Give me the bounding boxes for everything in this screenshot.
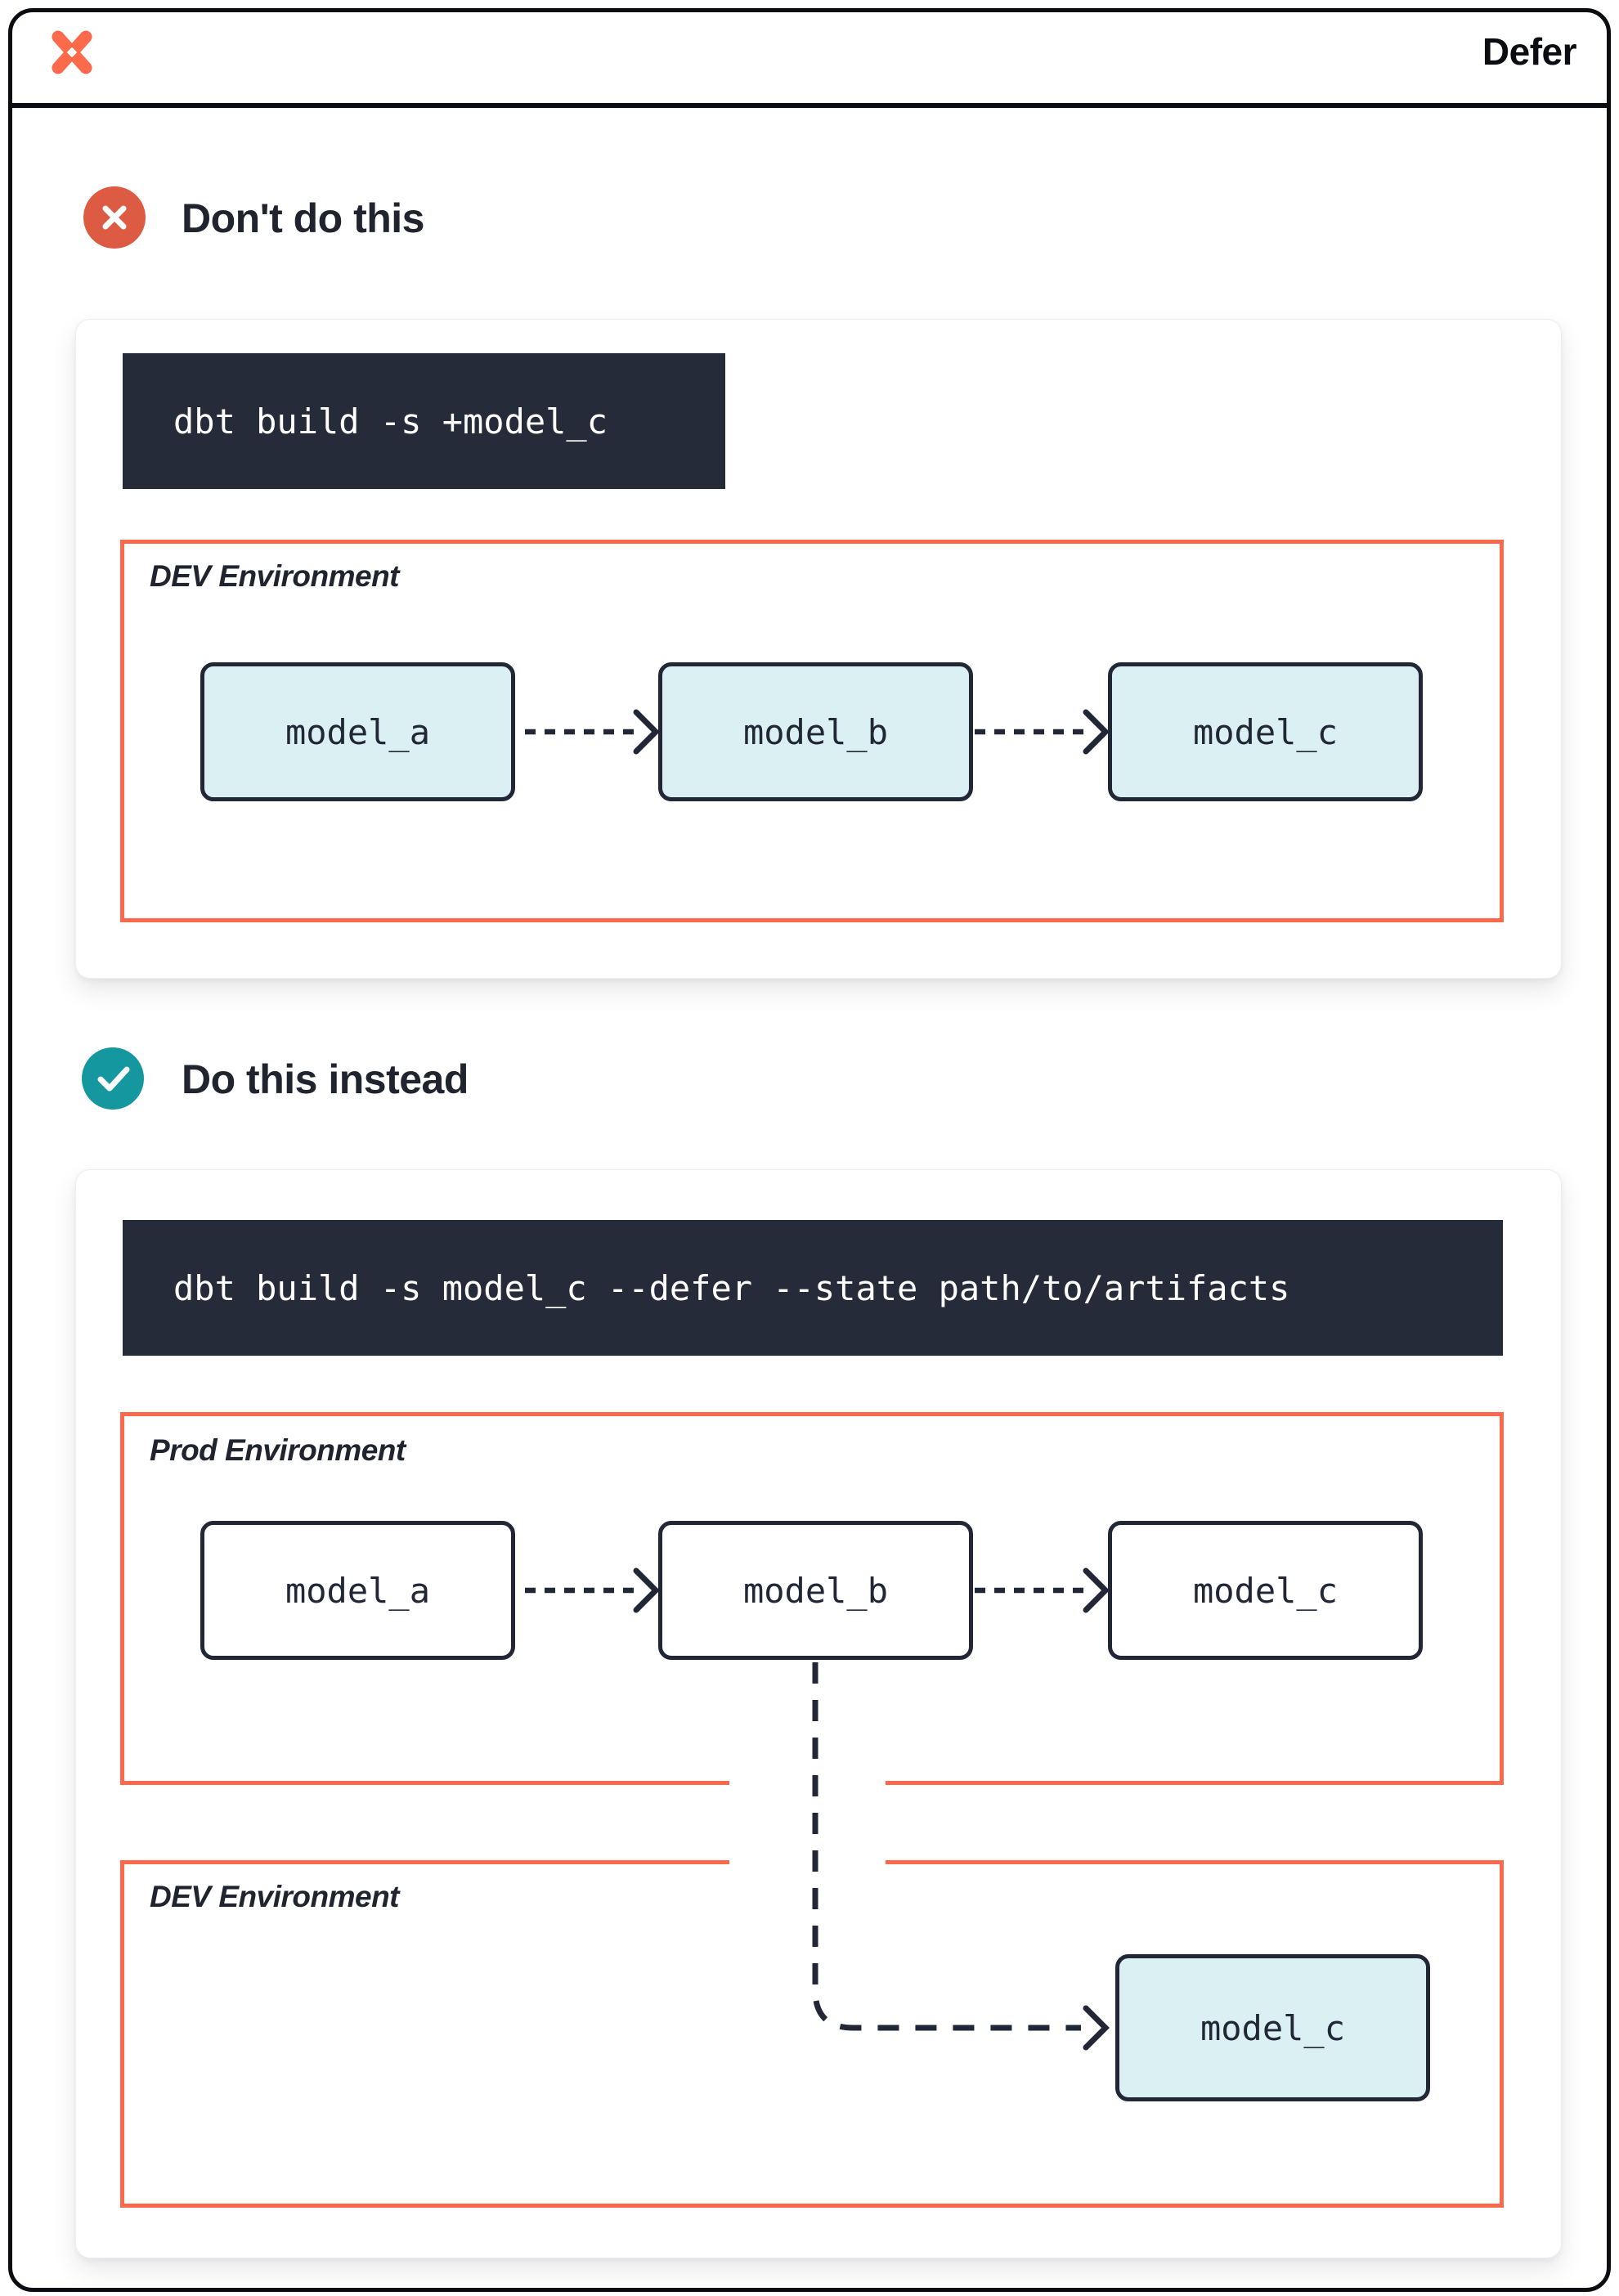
section-heading-dont: Don't do this — [182, 195, 425, 241]
command-text: dbt build -s +model_c — [173, 401, 608, 442]
model-node: model_b — [658, 1521, 973, 1660]
dbt-logo-icon — [47, 25, 97, 80]
environment-label: DEV Environment — [150, 559, 400, 593]
model-node: model_c — [1108, 1521, 1423, 1660]
environment-label: Prod Environment — [150, 1433, 406, 1467]
section-heading-do: Do this instead — [182, 1056, 469, 1102]
dev-environment-box-1 — [120, 540, 1504, 922]
header-divider — [8, 103, 1611, 108]
command-text: dbt build -s model_c --defer --state pat… — [173, 1267, 1290, 1308]
model-node: model_c — [1115, 1954, 1430, 2101]
model-node: model_a — [200, 1521, 515, 1660]
model-node: model_b — [658, 662, 973, 801]
command-block-dont: dbt build -s +model_c — [123, 353, 725, 489]
dont-card — [75, 319, 1562, 979]
environment-label: DEV Environment — [150, 1880, 400, 1913]
node-label: model_c — [1200, 2007, 1345, 2048]
border-gap — [729, 1776, 886, 1789]
node-label: model_a — [285, 711, 430, 752]
border-gap — [729, 1855, 886, 1868]
node-label: model_c — [1192, 711, 1338, 752]
cross-icon — [102, 205, 127, 230]
node-label: model_a — [285, 1570, 430, 1611]
dont-badge — [83, 186, 146, 249]
page-title: Defer — [1482, 30, 1577, 73]
model-node: model_c — [1108, 662, 1423, 801]
node-label: model_b — [742, 711, 888, 752]
node-label: model_b — [742, 1570, 888, 1611]
check-icon — [97, 1066, 130, 1092]
model-node: model_a — [200, 662, 515, 801]
do-badge — [82, 1047, 144, 1110]
command-block-do: dbt build -s model_c --defer --state pat… — [123, 1220, 1503, 1356]
node-label: model_c — [1192, 1570, 1338, 1611]
